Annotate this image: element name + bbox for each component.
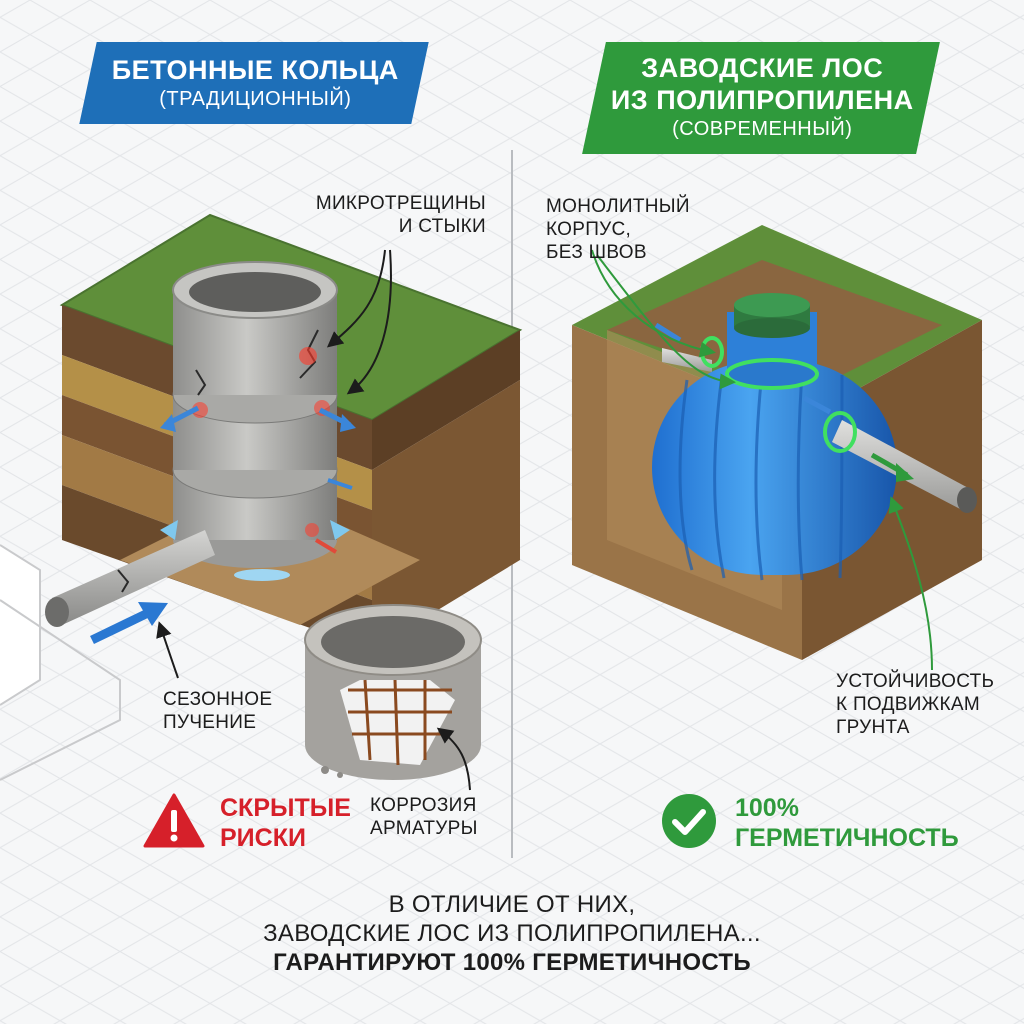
corrosion-label: КОРРОЗИЯ АРМАТУРЫ <box>370 795 478 839</box>
tightness-text: 100% ГЕРМЕТИЧНОСТЬ <box>735 794 959 852</box>
check-circle-icon <box>662 794 716 848</box>
bottom-line-1: В ОТЛИЧИЕ ОТ НИХ, <box>388 891 636 918</box>
polypropylene-tank-illustration <box>572 225 982 671</box>
heaving-label: СЕЗОННОЕ ПУЧЕНИЕ <box>163 689 273 733</box>
cracks-label: МИКРОТРЕЩИНЫ И СТЫКИ <box>315 193 486 237</box>
monolithic-label: МОНОЛИТНЫЙ КОРПУС, БЕЗ ШВОВ <box>546 196 690 263</box>
bottom-line-2: ЗАВОДСКИЕ ЛОС ИЗ ПОЛИПРОПИЛЕНА... <box>263 920 761 947</box>
bottom-line-3: ГАРАНТИРУЮТ 100% ГЕРМЕТИЧНОСТЬ <box>273 949 751 976</box>
concrete-rings-illustration <box>0 213 523 791</box>
bottom-summary: В ОТЛИЧИЕ ОТ НИХ, ЗАВОДСКИЕ ЛОС ИЗ ПОЛИП… <box>0 890 1024 977</box>
warning-icon <box>143 793 205 848</box>
hidden-risks-text: СКРЫТЫЕ РИСКИ <box>220 794 351 852</box>
stability-label: УСТОЙЧИВОСТЬ К ПОДВИЖКАМ ГРУНТА <box>836 671 995 738</box>
